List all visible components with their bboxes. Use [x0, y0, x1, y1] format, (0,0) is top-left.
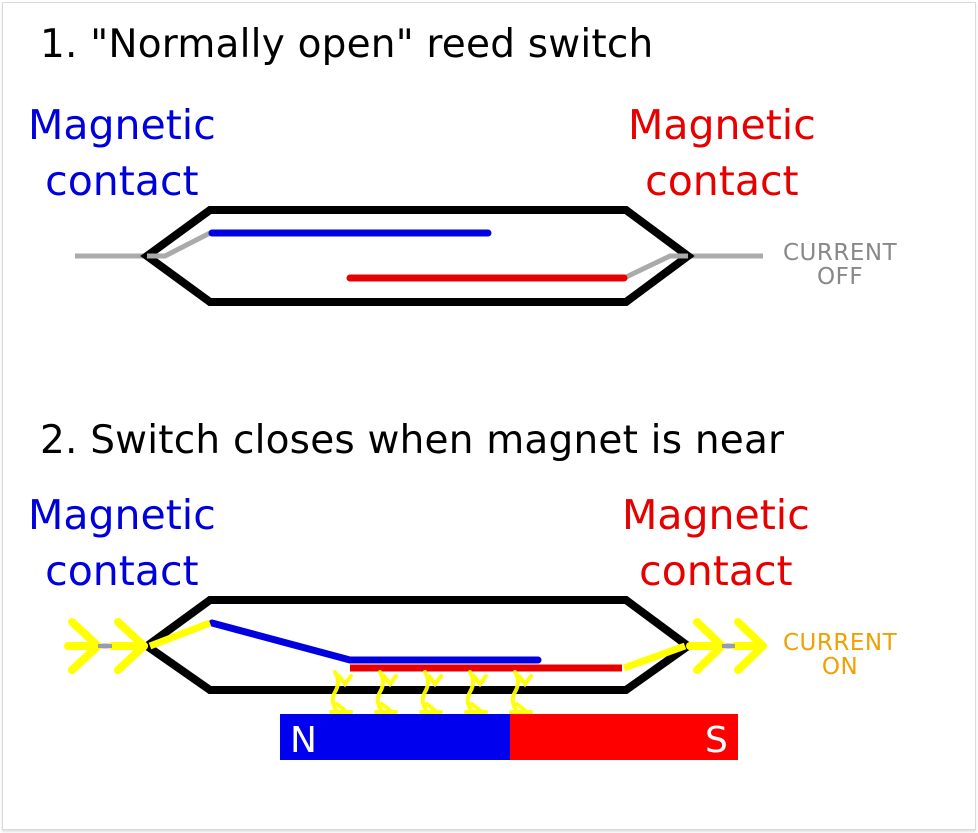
- flux-line: [375, 670, 386, 716]
- label-line: Magnetic: [28, 101, 216, 149]
- flux-line: [420, 670, 431, 716]
- right-inner-lead: [622, 253, 688, 281]
- flux-line: [465, 670, 476, 716]
- label-line: contact: [645, 157, 799, 205]
- magnetic-flux-lines: [329, 670, 533, 720]
- magnet-south-label: S: [705, 720, 728, 761]
- panel2-right-contact-label: Magnetic contact: [622, 487, 810, 599]
- label-line: contact: [45, 547, 199, 595]
- current-flow-right-inner: [622, 642, 687, 672]
- glass-envelope: [140, 206, 695, 306]
- flux-line: [510, 670, 521, 716]
- panel2-switch: [64, 596, 767, 720]
- panel2-current-state: CURRENT ON: [783, 631, 897, 679]
- flux-arrow-icon: [517, 674, 533, 688]
- left-inner-lead: [147, 230, 212, 259]
- label-line: contact: [639, 547, 793, 595]
- state-line: CURRENT: [783, 630, 898, 656]
- panel1-heading: 1. "Normally open" reed switch: [40, 22, 654, 67]
- flux-arrow-icon: [382, 674, 398, 688]
- panel1-right-contact-label: Magnetic contact: [628, 97, 816, 209]
- magnet-south-pole: [510, 714, 738, 760]
- panel2-heading: 2. Switch closes when magnet is near: [40, 418, 785, 463]
- label-line: Magnetic: [628, 101, 816, 149]
- glass-envelope: [140, 596, 695, 694]
- flux-arrow-icon: [427, 674, 443, 688]
- blue-reed-contact-bent: [208, 619, 542, 664]
- magnet-north-pole: [280, 714, 510, 760]
- bar-magnet: N S: [280, 714, 738, 761]
- flux-line: [330, 670, 341, 716]
- state-line: CURRENT: [783, 240, 898, 266]
- current-flow-left-inner: [148, 619, 212, 650]
- state-line: ON: [821, 654, 859, 680]
- panel1-current-state: CURRENT OFF: [783, 241, 897, 289]
- panel2-left-contact-label: Magnetic contact: [28, 487, 216, 599]
- state-line: OFF: [817, 264, 864, 290]
- label-line: Magnetic: [622, 491, 810, 539]
- current-arrows: [64, 618, 767, 674]
- panel1-switch: [75, 206, 763, 306]
- label-line: contact: [45, 157, 199, 205]
- flux-arrow-icon: [472, 674, 488, 688]
- flux-arrow-icon: [337, 674, 353, 688]
- label-line: Magnetic: [28, 491, 216, 539]
- magnet-north-label: N: [290, 720, 317, 761]
- panel1-left-contact-label: Magnetic contact: [28, 97, 216, 209]
